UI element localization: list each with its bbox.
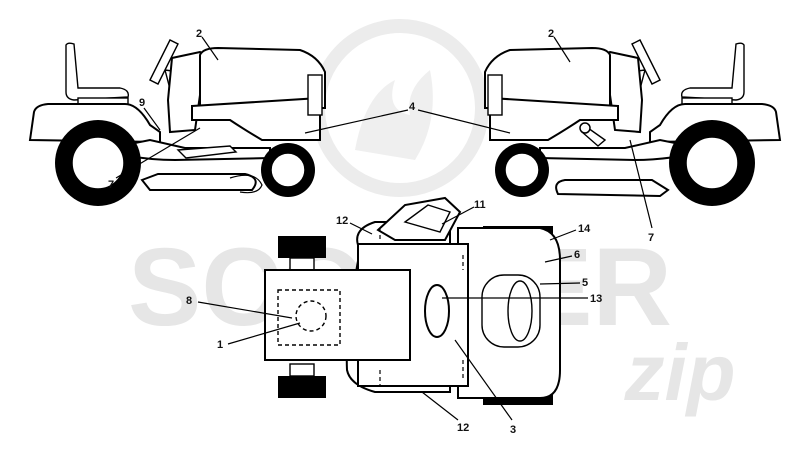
callout-4: 4: [409, 101, 416, 113]
watermark-flame: [355, 70, 433, 160]
left-deck-chute: [229, 174, 263, 194]
right-rear-rim: [685, 136, 739, 190]
right-seat: [680, 42, 745, 101]
left-hood-side: [191, 96, 321, 141]
right-steering-wheel: [631, 39, 661, 85]
top-engine-inner: [507, 280, 533, 342]
top-rear-right-tire: [278, 363, 326, 398]
top-steering-wheel: [424, 284, 450, 338]
left-step-plate: [176, 145, 238, 159]
left-grille: [307, 74, 323, 116]
callout-8: 8: [186, 295, 192, 307]
leader-4-right: [417, 109, 511, 134]
leader-6: [544, 255, 573, 263]
callout-left-7: 7: [108, 179, 114, 191]
callout-13: 13: [590, 293, 602, 305]
watermark-sub: zip: [623, 328, 735, 417]
callout-11: 11: [474, 199, 486, 211]
leader-5: [539, 282, 581, 285]
top-fuel-cap: [295, 300, 327, 332]
right-grille: [487, 74, 503, 116]
left-seat: [65, 42, 130, 101]
watermark-ring: [311, 19, 489, 197]
top-view: [264, 196, 561, 405]
leader-right-2: [553, 36, 571, 63]
leader-4-left: [304, 109, 409, 134]
leader-12-top: [349, 222, 373, 235]
leader-8: [197, 301, 293, 319]
right-side-view: [484, 39, 782, 206]
left-rear-rim: [71, 136, 125, 190]
top-rear-body: [264, 269, 411, 361]
callout-left-2: 2: [196, 28, 202, 40]
left-front-rim: [270, 152, 306, 188]
left-hood: [199, 46, 326, 109]
leader-1: [227, 322, 301, 345]
right-hood-side: [489, 96, 619, 141]
leader-lines: [115, 36, 653, 421]
callout-labels: 2 4 9 7 2 7 11 12 14 6 5 13 8 1 3 12: [108, 28, 654, 436]
callout-5: 5: [582, 277, 588, 289]
leader-left-7: [115, 127, 201, 179]
right-front-rim: [504, 152, 540, 188]
leader-left-2: [201, 36, 219, 61]
callout-12-top: 12: [336, 215, 348, 227]
leader-11: [441, 206, 475, 225]
leader-right-7: [629, 139, 653, 229]
top-seat-dashed: [277, 289, 341, 346]
callout-1: 1: [217, 339, 223, 351]
left-mower-deck: [140, 173, 257, 191]
callout-right-2: 2: [548, 28, 554, 40]
leader-14: [549, 229, 577, 241]
leader-3: [454, 339, 513, 421]
leader-left-9: [143, 107, 161, 131]
callout-right-7: 7: [648, 232, 654, 244]
left-side-view: [28, 39, 326, 206]
callout-14: 14: [578, 223, 591, 235]
right-hood: [484, 46, 611, 109]
left-steering-wheel: [149, 39, 179, 85]
top-chute-inner: [403, 204, 451, 233]
right-lever-knob: [579, 122, 591, 134]
leader-12-bottom: [421, 391, 459, 421]
callout-3: 3: [510, 424, 516, 436]
callout-6: 6: [574, 249, 580, 261]
callout-12-bottom: 12: [457, 422, 469, 434]
right-mower-deck: [555, 179, 670, 198]
callout-9: 9: [139, 97, 145, 109]
